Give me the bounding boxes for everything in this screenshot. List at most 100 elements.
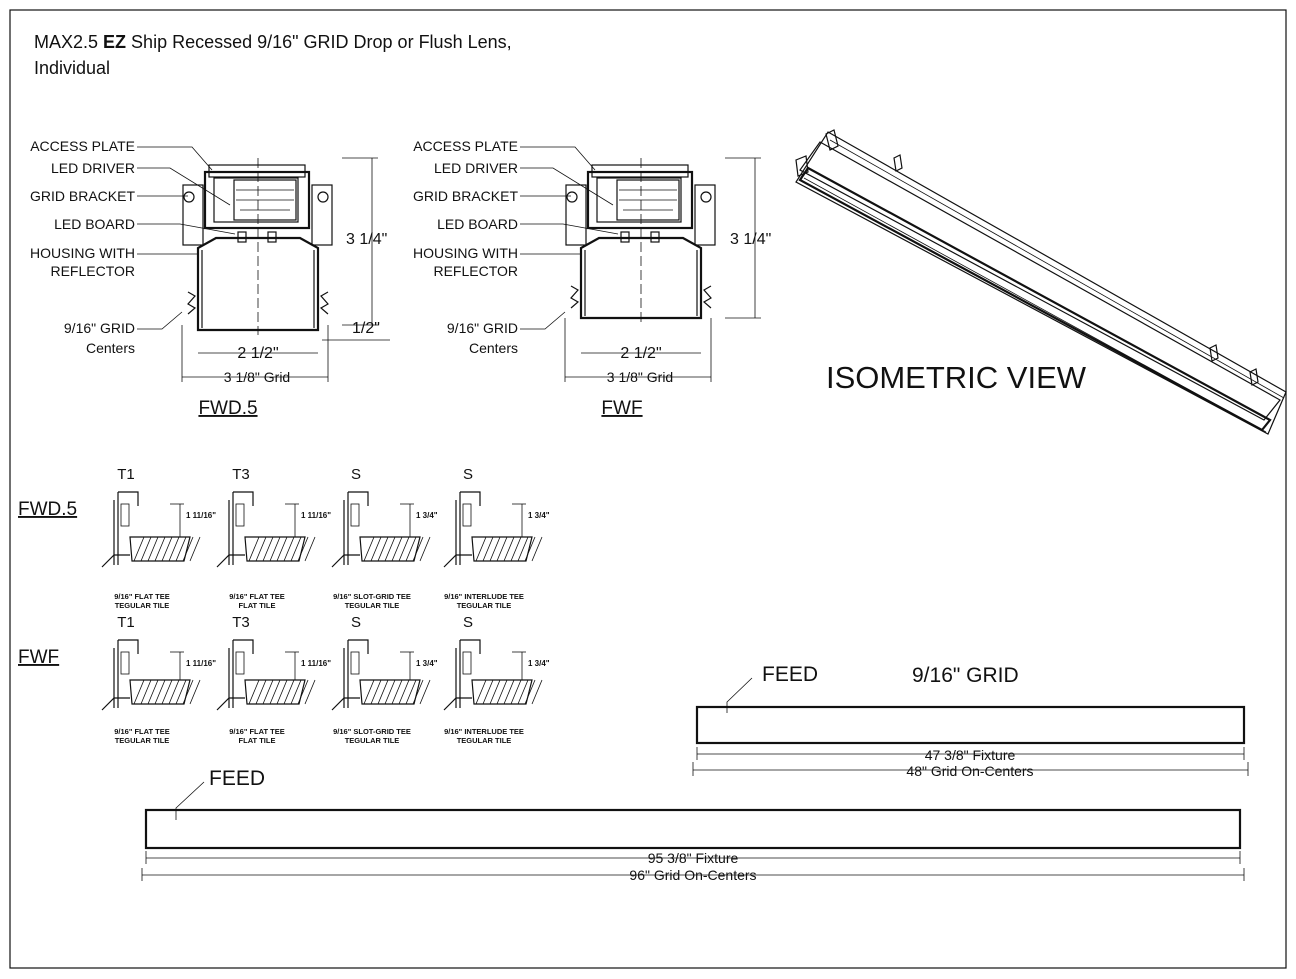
section-fwd5: ACCESS PLATE LED DRIVER GRID BRACKET LED… bbox=[30, 138, 390, 419]
title-line2: Individual bbox=[34, 58, 110, 78]
detail-type: T3 bbox=[232, 614, 250, 631]
callout-grid: 9/16" GRID bbox=[447, 320, 518, 336]
section-label-fwf: FWF bbox=[601, 398, 642, 419]
tile-hatch bbox=[244, 679, 316, 705]
callout-centers: Centers bbox=[86, 340, 135, 356]
dim-grid-width-fwf: 3 1/8" Grid bbox=[607, 369, 673, 385]
callout-grid-bracket: GRID BRACKET bbox=[413, 188, 518, 204]
dim-height-fwf: 3 1/4" bbox=[730, 231, 771, 248]
callout-led-board: LED BOARD bbox=[437, 216, 518, 232]
detail-caption-2: TEGULAR TILE bbox=[457, 736, 512, 745]
detail-caption-2: TEGULAR TILE bbox=[345, 601, 400, 610]
dim-fixture-4ft: 47 3/8" Fixture bbox=[925, 747, 1016, 763]
callout-led-driver: LED DRIVER bbox=[51, 160, 135, 176]
detail-type: S bbox=[463, 466, 473, 483]
plan-4ft: FEED 9/16" GRID 47 3/8" Fixture 48" Grid… bbox=[692, 663, 1249, 779]
fixture-section-fwd5 bbox=[182, 158, 333, 335]
tile-hatch bbox=[471, 536, 543, 562]
detail-caption-1: 9/16" FLAT TEE bbox=[229, 727, 285, 736]
callout-housing: HOUSING WITH bbox=[30, 245, 135, 261]
detail-type: T1 bbox=[117, 466, 135, 483]
callout-led-board: LED BOARD bbox=[54, 216, 135, 232]
isometric-view-label: ISOMETRIC VIEW bbox=[826, 360, 1087, 395]
detail-caption-2: FLAT TILE bbox=[239, 736, 276, 745]
fixture-8ft-outline bbox=[144, 808, 1242, 850]
dim-drop-fwd5: 1/2" bbox=[352, 320, 380, 337]
detail-caption-1: 9/16" INTERLUDE TEE bbox=[444, 727, 524, 736]
detail-caption-2: FLAT TILE bbox=[239, 601, 276, 610]
fixture-section-fwf bbox=[565, 158, 716, 322]
dim-grid-width-fwd5: 3 1/8" Grid bbox=[224, 369, 290, 385]
detail-type: S bbox=[351, 614, 361, 631]
callout-access-plate: ACCESS PLATE bbox=[30, 138, 135, 154]
callout-grid-bracket: GRID BRACKET bbox=[30, 188, 135, 204]
isometric-fixture bbox=[795, 129, 1287, 435]
feed-label-8ft: FEED bbox=[209, 767, 265, 790]
detail-dim: 1 11/16" bbox=[301, 511, 331, 520]
section-label-fwd5: FWD.5 bbox=[198, 398, 257, 419]
callout-led-driver: LED DRIVER bbox=[434, 160, 518, 176]
tile-hatch bbox=[471, 679, 543, 705]
detail-caption-1: 9/16" FLAT TEE bbox=[114, 592, 170, 601]
detail-caption-2: TEGULAR TILE bbox=[115, 601, 170, 610]
detail-caption-1: 9/16" INTERLUDE TEE bbox=[444, 592, 524, 601]
tile-hatch bbox=[244, 536, 316, 562]
callout-centers: Centers bbox=[469, 340, 518, 356]
detail-caption-1: 9/16" FLAT TEE bbox=[229, 592, 285, 601]
tile-hatch bbox=[359, 679, 431, 705]
detail-caption-2: TEGULAR TILE bbox=[115, 736, 170, 745]
tile-hatch bbox=[359, 536, 431, 562]
title-line1: MAX2.5 EZ Ship Recessed 9/16" GRID Drop … bbox=[34, 32, 512, 52]
dim-centers-8ft: 96" Grid On-Centers bbox=[629, 867, 756, 883]
detail-caption-1: 9/16" SLOT-GRID TEE bbox=[333, 592, 411, 601]
feed-label-4ft: FEED bbox=[762, 663, 818, 686]
detail-dim: 1 11/16" bbox=[186, 511, 216, 520]
detail-dim: 1 11/16" bbox=[301, 659, 331, 668]
detail-dim: 1 11/16" bbox=[186, 659, 216, 668]
detail-caption-2: TEGULAR TILE bbox=[457, 601, 512, 610]
detail-dim: 1 3/4" bbox=[528, 511, 550, 520]
grid-label-4ft: 9/16" GRID bbox=[912, 664, 1019, 687]
dim-inner-width-fwd5: 2 1/2" bbox=[237, 345, 278, 362]
fixture-4ft-outline bbox=[695, 705, 1246, 745]
detail-caption-1: 9/16" FLAT TEE bbox=[114, 727, 170, 736]
detail-dim: 1 3/4" bbox=[528, 659, 550, 668]
detail-type: S bbox=[463, 614, 473, 631]
detail-type: S bbox=[351, 466, 361, 483]
detail-caption-2: TEGULAR TILE bbox=[345, 736, 400, 745]
dim-inner-width-fwf: 2 1/2" bbox=[620, 345, 661, 362]
sheet-border bbox=[9, 9, 1287, 969]
dim-centers-4ft: 48" Grid On-Centers bbox=[906, 763, 1033, 779]
detail-dim: 1 3/4" bbox=[416, 659, 438, 668]
detail-row-label: FWD.5 bbox=[18, 499, 77, 520]
detail-type: T3 bbox=[232, 466, 250, 483]
dim-fixture-8ft: 95 3/8" Fixture bbox=[648, 850, 739, 866]
dim-height-fwd5: 3 1/4" bbox=[346, 231, 387, 248]
tile-hatch bbox=[129, 536, 201, 562]
detail-caption-1: 9/16" SLOT-GRID TEE bbox=[333, 727, 411, 736]
callout-housing: HOUSING WITH bbox=[413, 245, 518, 261]
detail-row-label: FWF bbox=[18, 647, 59, 668]
callout-reflector: REFLECTOR bbox=[433, 263, 518, 279]
callout-access-plate: ACCESS PLATE bbox=[413, 138, 518, 154]
callout-grid: 9/16" GRID bbox=[64, 320, 135, 336]
detail-dim: 1 3/4" bbox=[416, 511, 438, 520]
tile-hatch bbox=[129, 679, 201, 705]
callout-reflector: REFLECTOR bbox=[50, 263, 135, 279]
detail-type: T1 bbox=[117, 614, 135, 631]
section-fwf: ACCESS PLATE LED DRIVER GRID BRACKET LED… bbox=[413, 138, 771, 419]
plan-8ft: FEED 95 3/8" Fixture 96" Grid On-Centers bbox=[141, 767, 1245, 883]
